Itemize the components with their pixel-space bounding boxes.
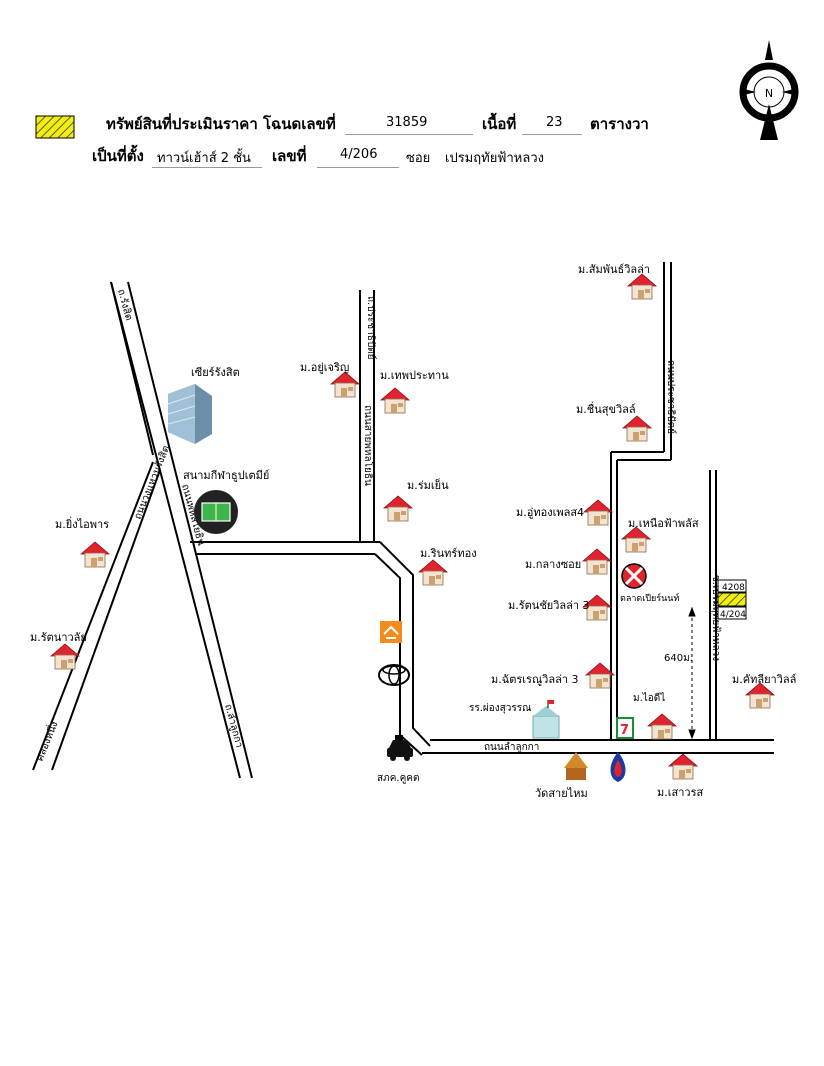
label-rattanachai: ม.รัตนชัยวิลล่า 3 [508, 599, 590, 612]
road-label-ring: ถนนวงแหวนรังสิต [133, 444, 173, 521]
building-icon [167, 384, 212, 444]
label-chatra: ม.ฉัตรเรณูวิลล่า 3 [491, 673, 579, 686]
label-adj-bottom: 4/204 [720, 610, 746, 620]
temple-icon [564, 752, 588, 780]
road-label-right-top: ถนนประชาธิปัตย์ [665, 360, 677, 434]
area-unit: ตารางวา [590, 115, 649, 133]
label-stadium: สนามกีฬาธูปเตมีย์ [183, 469, 269, 482]
taxi-icon [387, 735, 413, 761]
property-type: ทาวน์เฮ้าส์ 2 ชั้น [157, 151, 251, 166]
label-ayucharoen: ม.อยู่เจริญ [300, 361, 349, 374]
house-icon [627, 273, 657, 300]
svg-text:7: 7 [620, 723, 629, 738]
house-icon [330, 371, 360, 398]
label-rinthong: ม.รินทร์ทอง [420, 547, 477, 560]
gas-station-icon [610, 752, 626, 782]
adjacent-plot-bottom [717, 606, 747, 620]
label-chuensuk: ม.ชื่นสุขวิลล์ [576, 401, 636, 416]
house-icon [80, 541, 110, 568]
road-label-lamlukka-vertical: ถ.ลำลูกกา [222, 703, 244, 749]
distance-arrow [688, 606, 696, 740]
label-thepprathan: ม.เทพประทาน [380, 369, 449, 382]
subject-plot [717, 592, 747, 607]
house-icon [583, 499, 613, 526]
header-row1-label: ทรัพย์สินที่ประเมินราคา โฉนดเลขที่ [106, 115, 336, 133]
label-nuea: ม.เหนือฟ้าพลัส [628, 517, 699, 530]
road-label-lamlukka: ถนนลำลูกกา [484, 742, 539, 753]
label-temple: วัดสายไหม [535, 787, 588, 800]
house-icon [585, 662, 615, 689]
label-romyen: ม.ร่มเย็น [407, 478, 449, 492]
label-rattanawan: ม.รัตนาวลัย [30, 631, 87, 644]
house-icon [647, 713, 677, 740]
bank-icon [380, 621, 402, 643]
label-distance: 640ม. [664, 653, 693, 664]
deed-number: 31859 [386, 115, 428, 130]
compass-label: N [765, 87, 773, 100]
house-icon [582, 548, 612, 575]
house-no-label: เลขที่ [272, 147, 307, 165]
label-adj-top: 4208 [722, 583, 745, 593]
stadium-icon [194, 490, 238, 534]
label-yingiaphan: ม.ยิ่งไอพาร [55, 516, 109, 531]
label-sawarot: ม.เสาวรส [657, 786, 703, 799]
house-icon [383, 495, 413, 522]
area-value: 23 [546, 115, 563, 130]
soi-name: เปรมฤทัยฟ้าหลวง [445, 151, 544, 166]
label-future-park: เซียร์รังสิต [191, 366, 240, 379]
header-row2-label: เป็นที่ตั้ง [92, 147, 144, 165]
house-icon [668, 753, 698, 780]
label-khatthaliya: ม.คัทลียาวิลล์ [732, 673, 796, 686]
road-label-inner-vertical: ถนนสายพหลโยธิน [362, 405, 375, 486]
soi-label: ซอย [406, 151, 431, 166]
label-police: สภค.คูคต [377, 773, 419, 784]
label-school: รร.ผ่องสุวรรณ [469, 703, 531, 714]
label-idee: ม.ไอดีไ [633, 692, 665, 704]
road-label-prachathipat-top: ถ.ประชาธิปัตย์ [365, 296, 377, 360]
compass-icon: N [739, 40, 799, 140]
house-icon [745, 682, 775, 709]
legend-subject-swatch [35, 115, 75, 139]
seven-eleven-icon: 7 [616, 717, 634, 739]
label-samphan: ม.สัมพันธ์วิลล่า [578, 263, 650, 276]
toyota-icon [378, 664, 410, 686]
house-icon [50, 643, 80, 670]
adjacent-plot-top [717, 579, 747, 593]
house-number: 4/206 [340, 147, 378, 162]
label-uthong: ม.อู่ทองเพลส4 [516, 506, 584, 519]
market-icon [621, 563, 647, 589]
house-icon [622, 415, 652, 442]
house-icon [418, 559, 448, 586]
label-market: ตลาดเปียร์นนท์ [620, 592, 679, 604]
house-icon [621, 526, 651, 553]
area-label: เนื้อที่ [482, 115, 517, 133]
school-icon [532, 700, 560, 739]
house-icon [380, 387, 410, 414]
label-klangsoi: ม.กลางซอย [525, 558, 581, 571]
